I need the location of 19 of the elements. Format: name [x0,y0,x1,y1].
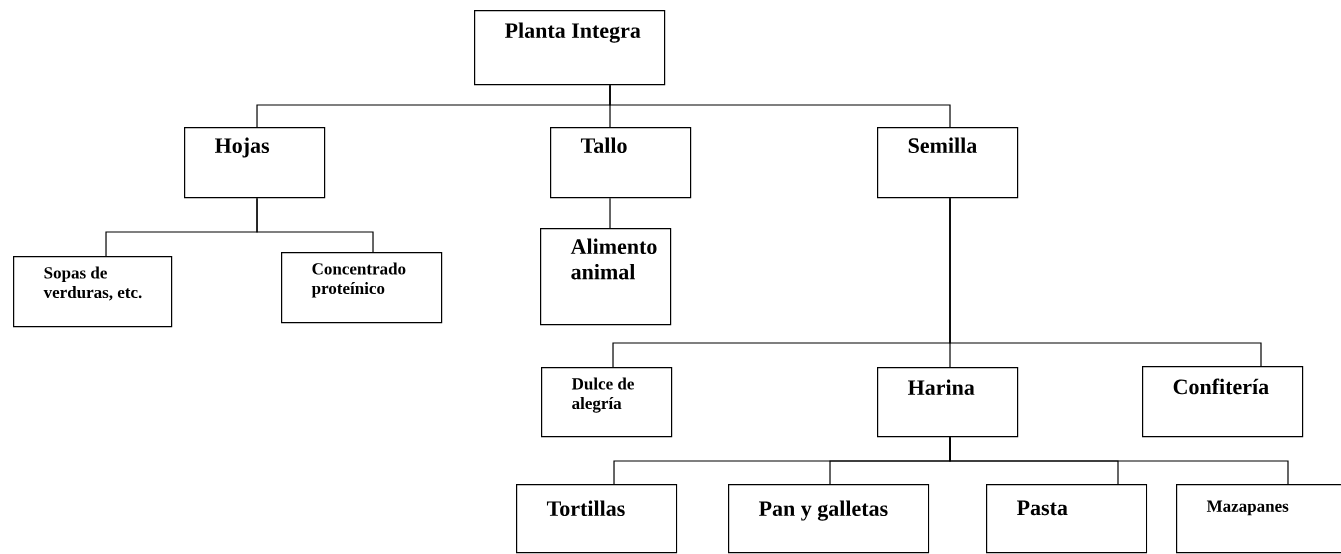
node-box: Sopas de verduras, etc. [13,256,173,328]
node-box: Alimento animal [540,228,672,326]
connector-line [256,197,374,253]
connector-line [609,197,611,229]
connector-line [609,84,951,128]
connector-line [949,436,1289,485]
connector-line [949,197,1262,367]
node-box: Confitería [1142,366,1304,438]
node-box: Pan y galletas [728,484,930,554]
node-box: Tallo [550,127,692,199]
node-box: Concentrado proteínico [281,252,443,324]
node-box: Dulce de alegría [541,367,673,438]
node-box: Planta Integra [474,10,666,86]
node-box: Mazapanes [1176,484,1341,554]
node-box: Hojas [184,127,326,199]
node-box: Tortillas [516,484,678,554]
node-box: Harina [877,367,1019,438]
node-box: Semilla [877,127,1019,199]
node-box: Pasta [986,484,1148,554]
